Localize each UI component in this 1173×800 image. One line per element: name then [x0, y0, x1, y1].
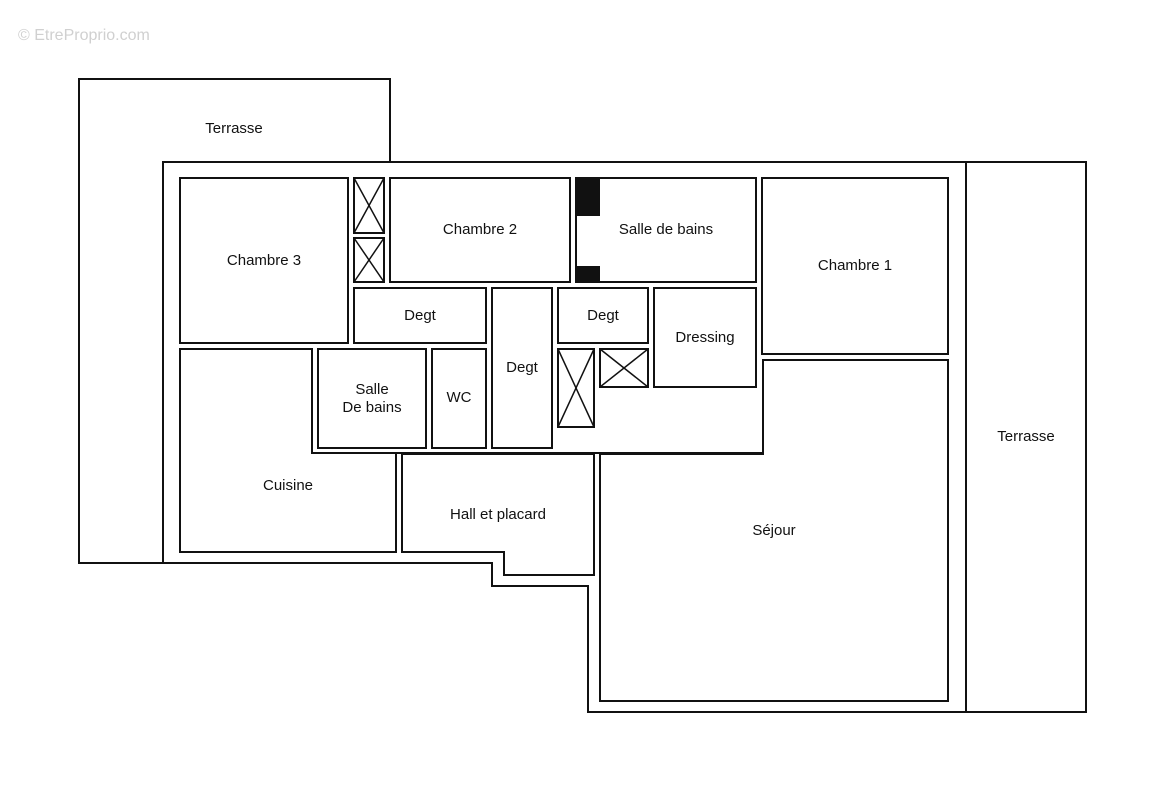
label-salle-de-bains-small-line2: De bains	[342, 399, 401, 416]
label-terrasse-right: Terrasse	[997, 428, 1055, 445]
terrace-left-outline	[78, 78, 391, 564]
room-salle-de-bains-small	[317, 348, 427, 449]
room-cuisine	[179, 348, 397, 553]
label-dressing: Dressing	[675, 329, 734, 346]
label-terrasse-left: Terrasse	[205, 120, 263, 137]
shaft-middle-tall	[557, 348, 595, 428]
room-dressing	[653, 287, 757, 388]
label-chambre-1: Chambre 1	[818, 257, 892, 274]
bath-opening	[577, 216, 583, 266]
label-degt-center: Degt	[506, 359, 539, 376]
label-degt-left: Degt	[404, 307, 437, 324]
label-sejour: Séjour	[752, 522, 795, 539]
shaft-top-1	[353, 177, 385, 234]
apartment-outline	[162, 161, 967, 713]
label-wc: WC	[447, 389, 472, 406]
solid-block-bottom	[576, 266, 600, 282]
label-chambre-2: Chambre 2	[443, 221, 517, 238]
label-chambre-3: Chambre 3	[227, 252, 301, 269]
label-cuisine: Cuisine	[263, 477, 313, 494]
shaft-middle-wide	[599, 348, 649, 388]
label-hall-et-placard: Hall et placard	[450, 506, 546, 523]
solid-block-top	[576, 178, 600, 216]
room-hall-et-placard	[401, 453, 595, 576]
room-degt-left	[353, 287, 487, 344]
room-chambre-3	[179, 177, 349, 344]
room-sejour	[599, 359, 949, 702]
label-salle-de-bains-top: Salle de bains	[619, 221, 713, 238]
label-degt-right: Degt	[587, 307, 620, 324]
room-chambre-2	[389, 177, 571, 283]
room-wc	[431, 348, 487, 449]
room-salle-de-bains-top	[575, 177, 757, 283]
shaft-top-2	[353, 237, 385, 283]
room-degt-right	[557, 287, 649, 344]
room-chambre-1	[761, 177, 949, 355]
room-degt-center	[491, 287, 553, 449]
watermark: © EtreProprio.com	[18, 27, 150, 44]
label-salle-de-bains-small-line1: Salle	[355, 381, 388, 398]
